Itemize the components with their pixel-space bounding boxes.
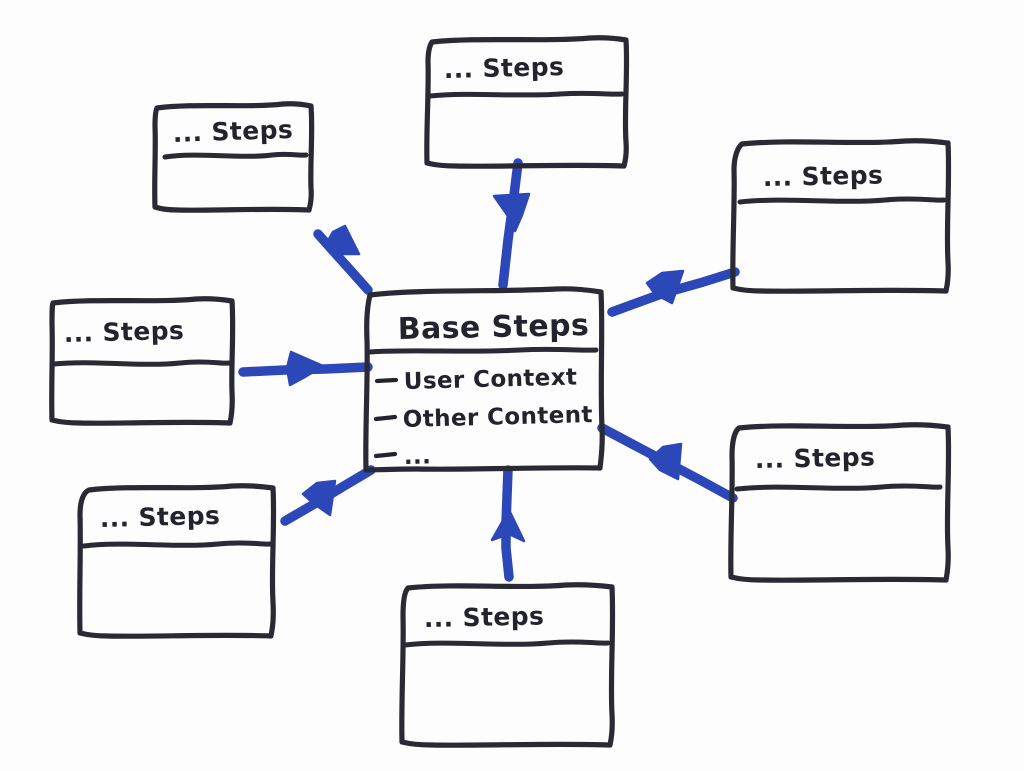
connection-center-to-upper-left bbox=[313, 224, 373, 295]
node-bottom-outline bbox=[399, 582, 616, 748]
connection-center-to-lower-left bbox=[280, 465, 376, 526]
node-upper-right-title: ... Steps bbox=[763, 160, 884, 192]
node-left[interactable]: ... Steps bbox=[49, 296, 236, 426]
center-bullet-dash-0 bbox=[374, 377, 399, 384]
center-item-1: Other Content bbox=[402, 402, 593, 433]
node-lower-left-title: ... Steps bbox=[99, 501, 220, 533]
arrow-head-down-left bbox=[301, 479, 337, 517]
node-bottom-title: ... Steps bbox=[424, 601, 545, 633]
node-lower-left-outline bbox=[77, 483, 277, 639]
node-lower-right-header-divider bbox=[734, 483, 943, 492]
arrow-head-right bbox=[285, 350, 325, 387]
arrow-head-left bbox=[645, 269, 685, 305]
node-upper-left[interactable]: ... Steps bbox=[152, 101, 315, 213]
arrow-head-up bbox=[490, 508, 526, 543]
center-bullet-dash-1 bbox=[373, 414, 398, 422]
node-lower-left[interactable]: ... Steps bbox=[77, 483, 277, 639]
center-node-outline bbox=[363, 286, 605, 473]
node-lower-right-outline bbox=[728, 422, 952, 583]
arrow-head-up-left bbox=[323, 224, 361, 256]
center-node-title: Base Steps bbox=[397, 308, 589, 347]
node-upper-right[interactable]: ... Steps bbox=[730, 138, 952, 294]
node-bottom[interactable]: ... Steps bbox=[399, 582, 616, 748]
center-bullet-dash-2 bbox=[373, 451, 398, 459]
node-upper-left-outline bbox=[152, 101, 315, 213]
node-lower-right[interactable]: ... Steps bbox=[728, 422, 952, 583]
node-bottom-header-divider bbox=[402, 639, 611, 648]
node-upper-left-header-divider bbox=[162, 151, 309, 160]
arrow-shaft bbox=[597, 423, 738, 503]
arrow-head-down bbox=[492, 192, 531, 233]
center-node[interactable]: Base Steps User Context Other Content ..… bbox=[363, 286, 605, 473]
center-item-0: User Context bbox=[403, 364, 577, 395]
node-top-outline bbox=[424, 35, 630, 169]
connection-center-to-left bbox=[238, 350, 373, 387]
center-node-header-divider bbox=[366, 346, 599, 355]
node-left-header-divider bbox=[51, 359, 232, 367]
node-lower-right-title: ... Steps bbox=[755, 442, 876, 474]
arrow-shaft bbox=[607, 267, 740, 317]
node-upper-right-header-divider bbox=[737, 196, 947, 205]
connection-top-to-center bbox=[492, 158, 531, 290]
connection-bottom-to-center bbox=[490, 465, 526, 582]
node-top-header-divider bbox=[427, 90, 625, 99]
connection-lower-right-to-center bbox=[597, 423, 738, 503]
node-top-title: ... Steps bbox=[443, 52, 564, 84]
arrow-head-up-left bbox=[648, 442, 683, 481]
node-top[interactable]: ... Steps bbox=[424, 35, 630, 169]
node-lower-left-header-divider bbox=[81, 540, 273, 549]
node-left-title: ... Steps bbox=[63, 316, 184, 348]
node-left-outline bbox=[49, 296, 236, 426]
center-item-2: ... bbox=[403, 443, 431, 470]
connection-upper-right-to-center bbox=[607, 267, 740, 317]
node-upper-right-outline bbox=[730, 138, 952, 294]
node-upper-left-title: ... Steps bbox=[172, 115, 293, 148]
